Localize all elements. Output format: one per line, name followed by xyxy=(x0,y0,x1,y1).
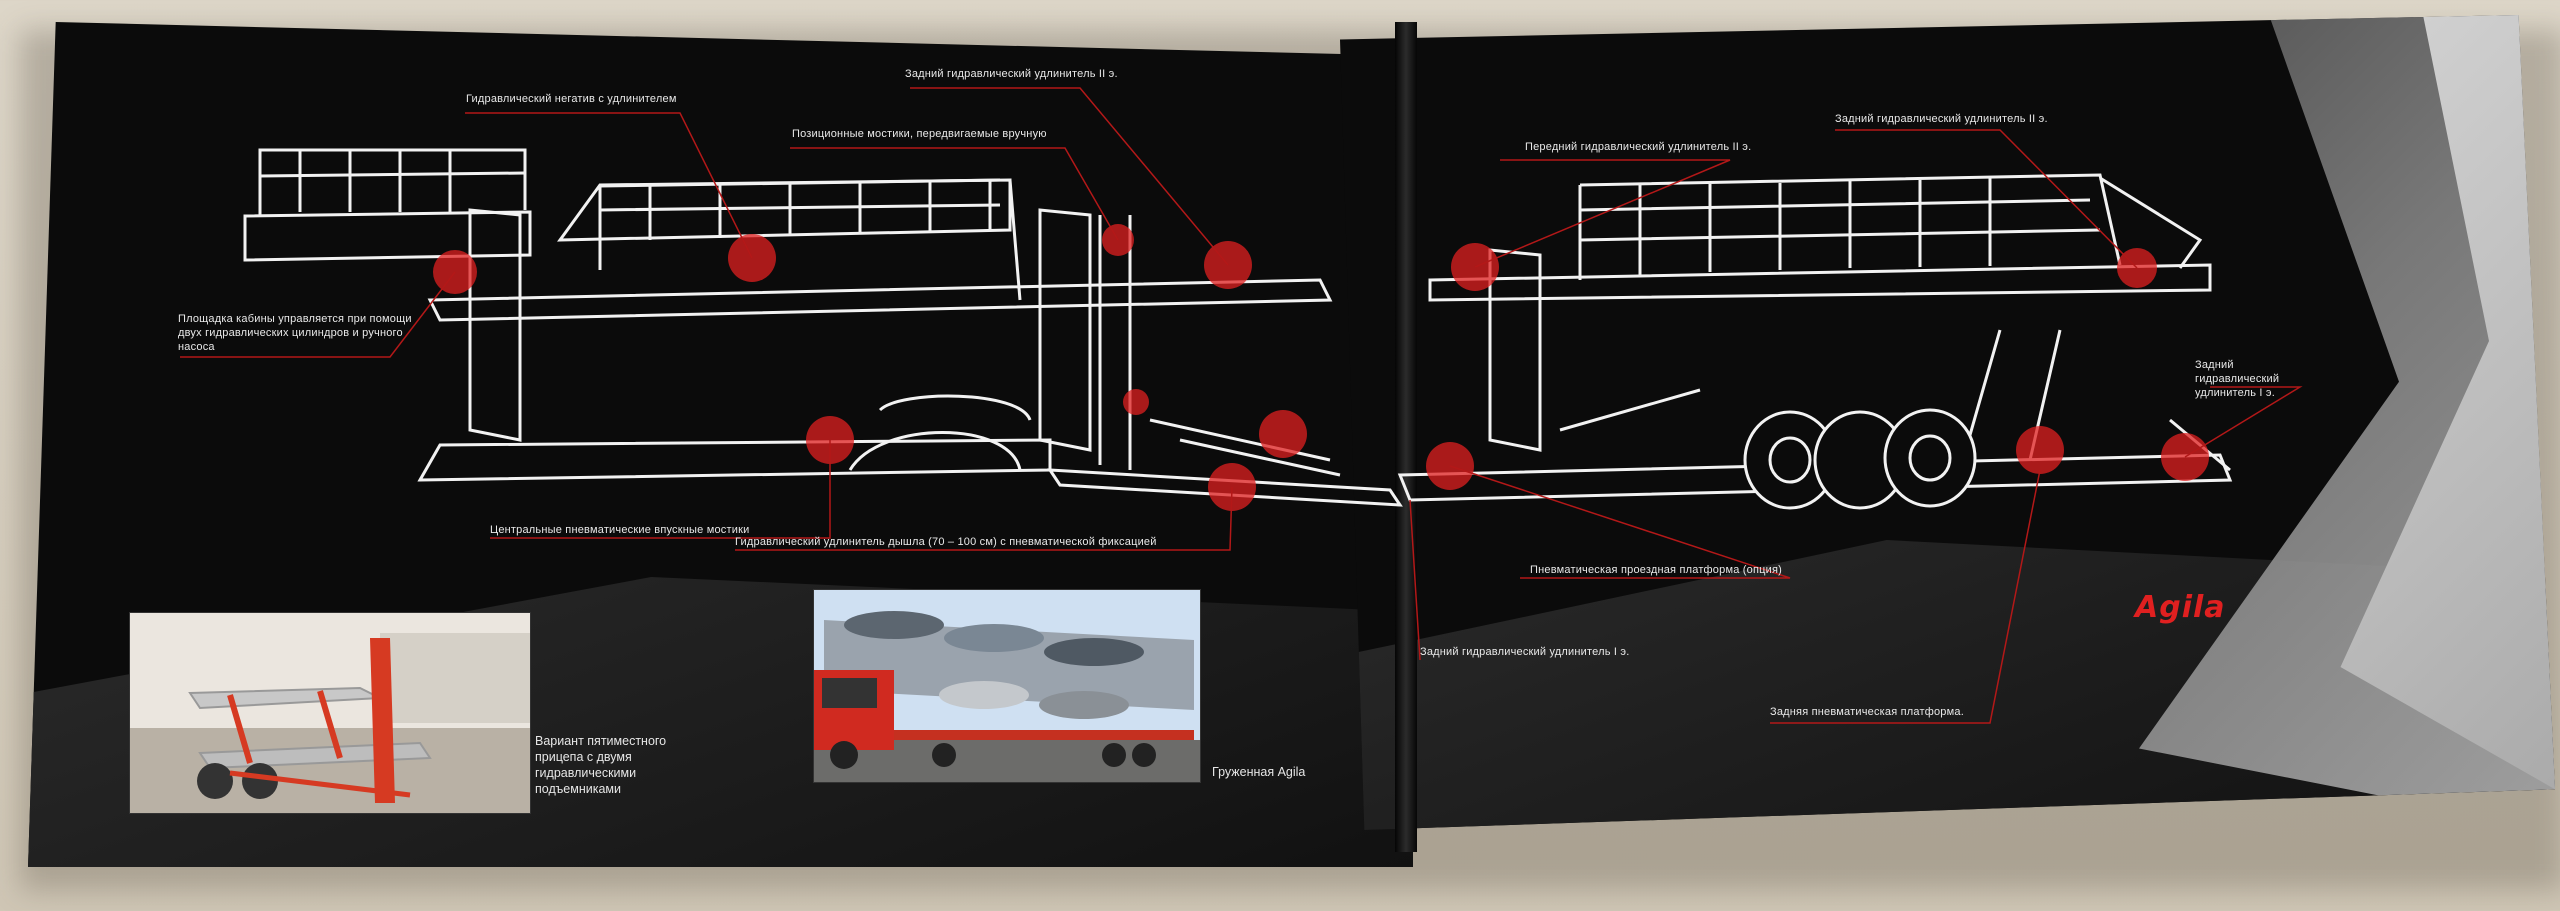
brand-logo-agila: Agila xyxy=(2135,590,2226,625)
trailer-photo-illustration xyxy=(130,613,530,813)
callout-front-extender-2: Передний гидравлический удлинитель II э. xyxy=(1525,141,1752,153)
brochure-spine xyxy=(1395,22,1417,852)
callout-hydraulic-tilt: Гидравлический негатив с удлинителем xyxy=(466,93,677,105)
callout-rear-extender-2-right: Задний гидравлический удлинитель II э. xyxy=(1835,113,2048,125)
callout-cab-platform: Площадка кабины управляется при помощи д… xyxy=(178,313,412,353)
trailer-outline xyxy=(243,148,2233,507)
photo-five-place-trailer xyxy=(130,613,530,813)
caption-loaded: Груженная Agila xyxy=(1212,765,1306,779)
callout-drawbar-extender: Гидравлический удлинитель дышла (70 – 10… xyxy=(735,536,1157,548)
callout-position-ramps: Позиционные мостики, передвигаемые вручн… xyxy=(792,128,1047,140)
loaded-truck-illustration xyxy=(814,590,1200,782)
callout-rear-extender-2: Задний гидравлический удлинитель II э. xyxy=(905,68,1118,80)
callout-rear-pneumatic-platform: Задняя пневматическая платформа. xyxy=(1770,706,1964,718)
photo-loaded-agila xyxy=(814,590,1200,782)
brochure-right-page xyxy=(1340,15,2555,830)
callout-rear-extender-1: Задний гидравлический удлинитель I э. xyxy=(1420,646,1630,658)
callout-rear-extender-1-right: Задний гидравлический удлинитель I э. xyxy=(2195,359,2280,399)
caption-variant: Вариант пятиместного прицепа с двумя гид… xyxy=(535,734,667,796)
leader-lines xyxy=(180,87,2303,724)
callout-central-ramps: Центральные пневматические впускные мост… xyxy=(490,524,750,536)
trailer-wheels xyxy=(1743,408,1977,510)
callout-pneumatic-platform: Пневматическая проездная платформа (опци… xyxy=(1530,564,1782,576)
